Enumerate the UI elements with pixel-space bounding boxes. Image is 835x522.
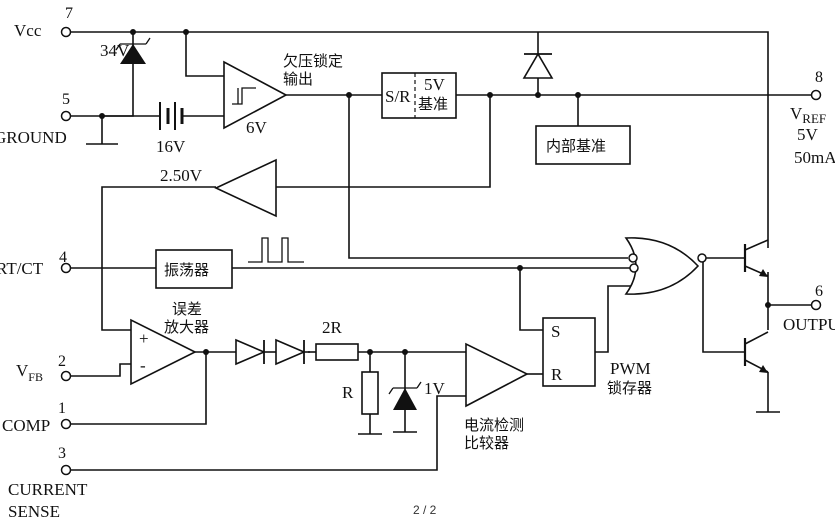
label-r: R [342, 383, 354, 402]
pin-number-8: 8 [815, 69, 823, 86]
zener-diode-1v [388, 381, 422, 410]
label-uvlo-line2: 输出 [283, 70, 313, 88]
label-plus: + [139, 329, 149, 348]
pin-number-4: 4 [59, 249, 67, 266]
pwm-latch-box [542, 317, 596, 387]
label-error-amp-line1: 误差 [172, 300, 202, 318]
label-uvlo-line1: 欠压锁定 [283, 52, 343, 70]
pin-number-6: 6 [815, 283, 823, 300]
vref-voltage: 5V [797, 125, 819, 144]
transistor-upper [743, 239, 769, 277]
label-current-comp-line2: 比较器 [464, 434, 509, 452]
label-1v: 1V [424, 379, 446, 398]
label-34v: 34V [100, 41, 130, 60]
label-ref-jizhun: 基准 [418, 95, 448, 113]
junction-dots [99, 29, 771, 355]
internal-reference-box [535, 125, 631, 165]
label-6v: 6V [246, 118, 268, 137]
pin-number-2: 2 [58, 353, 66, 370]
pin-number-3: 3 [58, 445, 66, 462]
pin-label-ground: GROUND [0, 128, 67, 147]
pin-label-sense: SENSE [8, 502, 60, 521]
pin-number-1: 1 [58, 400, 66, 417]
label-2v50: 2.50V [160, 166, 203, 185]
pin-label-vfb: VFB [16, 361, 43, 384]
current-sense-comparator [465, 342, 529, 408]
pin-label-comp: COMP [2, 416, 50, 435]
diode-series-1 [235, 338, 276, 366]
resistor-r [361, 371, 379, 415]
pin-vref [810, 89, 822, 101]
pin-label-output: OUTPUT [783, 315, 835, 334]
buffer-2v5 [214, 158, 277, 218]
pin-vcc [60, 26, 72, 38]
resistor-2r [315, 343, 359, 361]
zener-diode-34v [115, 37, 151, 64]
label-16v: 16V [156, 137, 186, 156]
label-internal-ref: 内部基准 [546, 137, 606, 155]
pin-current-sense [60, 464, 72, 476]
uvlo-comparator [223, 60, 288, 130]
diode-top [522, 52, 554, 79]
transistor-lower [743, 331, 769, 373]
battery-16v [159, 102, 184, 130]
label-current-comp-line1: 电流检测 [464, 416, 524, 434]
oscillator-box [155, 249, 233, 289]
pin-label-rtct: RT/CT [0, 259, 44, 278]
page-indicator: 2 / 2 [413, 503, 437, 517]
pin-label-current: CURRENT [8, 480, 88, 499]
diode-series-2 [275, 338, 310, 366]
pin-vfb [60, 370, 72, 382]
label-ref-5v: 5V [424, 75, 446, 94]
pin-comp [60, 418, 72, 430]
pin-label-vref: VREF [790, 104, 826, 126]
vref-current: 50mA [794, 148, 835, 167]
error-amplifier [130, 318, 197, 386]
pin-label-vcc: Vcc [14, 21, 42, 40]
pulse-waveform-icon [248, 237, 304, 263]
pin-output [810, 299, 822, 311]
label-oscillator: 振荡器 [164, 261, 209, 279]
label-error-amp-line2: 放大器 [164, 318, 209, 336]
pin-number-7: 7 [65, 5, 73, 22]
pin-ground [60, 110, 72, 122]
label-minus: - [140, 356, 146, 375]
label-latch-r: R [551, 365, 563, 384]
nor-gate [624, 237, 707, 295]
pin-number-5: 5 [62, 91, 70, 108]
label-latch: 锁存器 [607, 379, 652, 397]
reference-5v-block [381, 72, 457, 119]
label-sr: S/R [385, 87, 411, 106]
pin-rtct [60, 262, 72, 274]
label-pwm: PWM [610, 359, 651, 378]
label-latch-s: S [551, 322, 560, 341]
label-2r: 2R [322, 318, 343, 337]
